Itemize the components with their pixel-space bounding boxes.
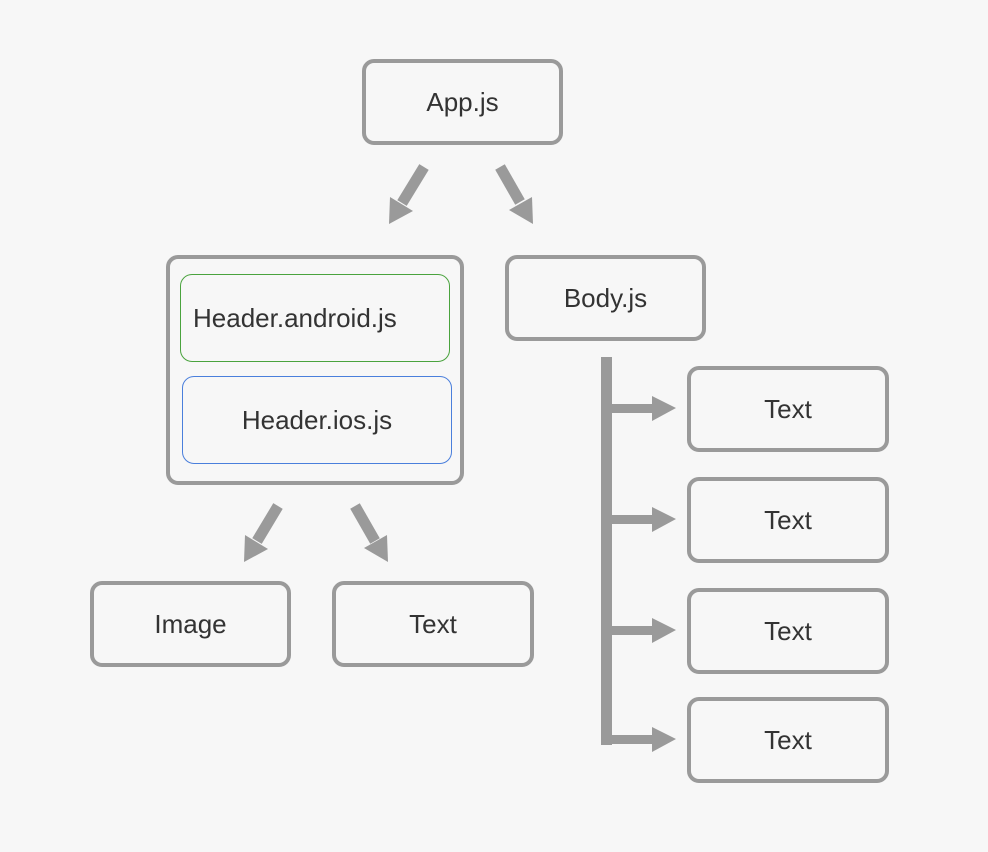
body-text-node-1: Text — [687, 366, 889, 452]
app-js-label: App.js — [426, 86, 499, 117]
body-text-node-4: Text — [687, 697, 889, 783]
arrow-header-to-image — [244, 503, 283, 562]
body-text-label-3: Text — [764, 615, 812, 646]
arrow-header-to-text — [350, 503, 388, 562]
arrow-app-to-header — [389, 164, 429, 224]
body-text-label-2: Text — [764, 504, 812, 535]
app-js-node: App.js — [362, 59, 563, 145]
header-android-node: Header.android.js — [180, 274, 450, 362]
header-container-node: Header.android.js Header.ios.js — [166, 255, 464, 485]
body-text-node-3: Text — [687, 588, 889, 674]
image-label: Image — [154, 608, 227, 639]
image-node: Image — [90, 581, 291, 667]
body-text-node-2: Text — [687, 477, 889, 563]
header-ios-node: Header.ios.js — [182, 376, 452, 464]
header-android-label: Header.android.js — [193, 302, 397, 333]
body-js-node: Body.js — [505, 255, 706, 341]
arrow-body-to-text-1 — [606, 396, 676, 421]
header-text-node: Text — [332, 581, 534, 667]
arrow-body-to-text-3 — [606, 618, 676, 643]
header-text-label: Text — [409, 608, 457, 639]
body-trunk-line — [601, 357, 612, 745]
body-text-label-4: Text — [764, 724, 812, 755]
arrow-body-to-text-2 — [606, 507, 676, 532]
arrow-body-to-text-4 — [606, 727, 676, 752]
body-js-label: Body.js — [563, 282, 648, 313]
header-ios-label: Header.ios.js — [241, 404, 393, 435]
body-text-label-1: Text — [764, 393, 812, 424]
arrow-app-to-body — [495, 164, 533, 224]
